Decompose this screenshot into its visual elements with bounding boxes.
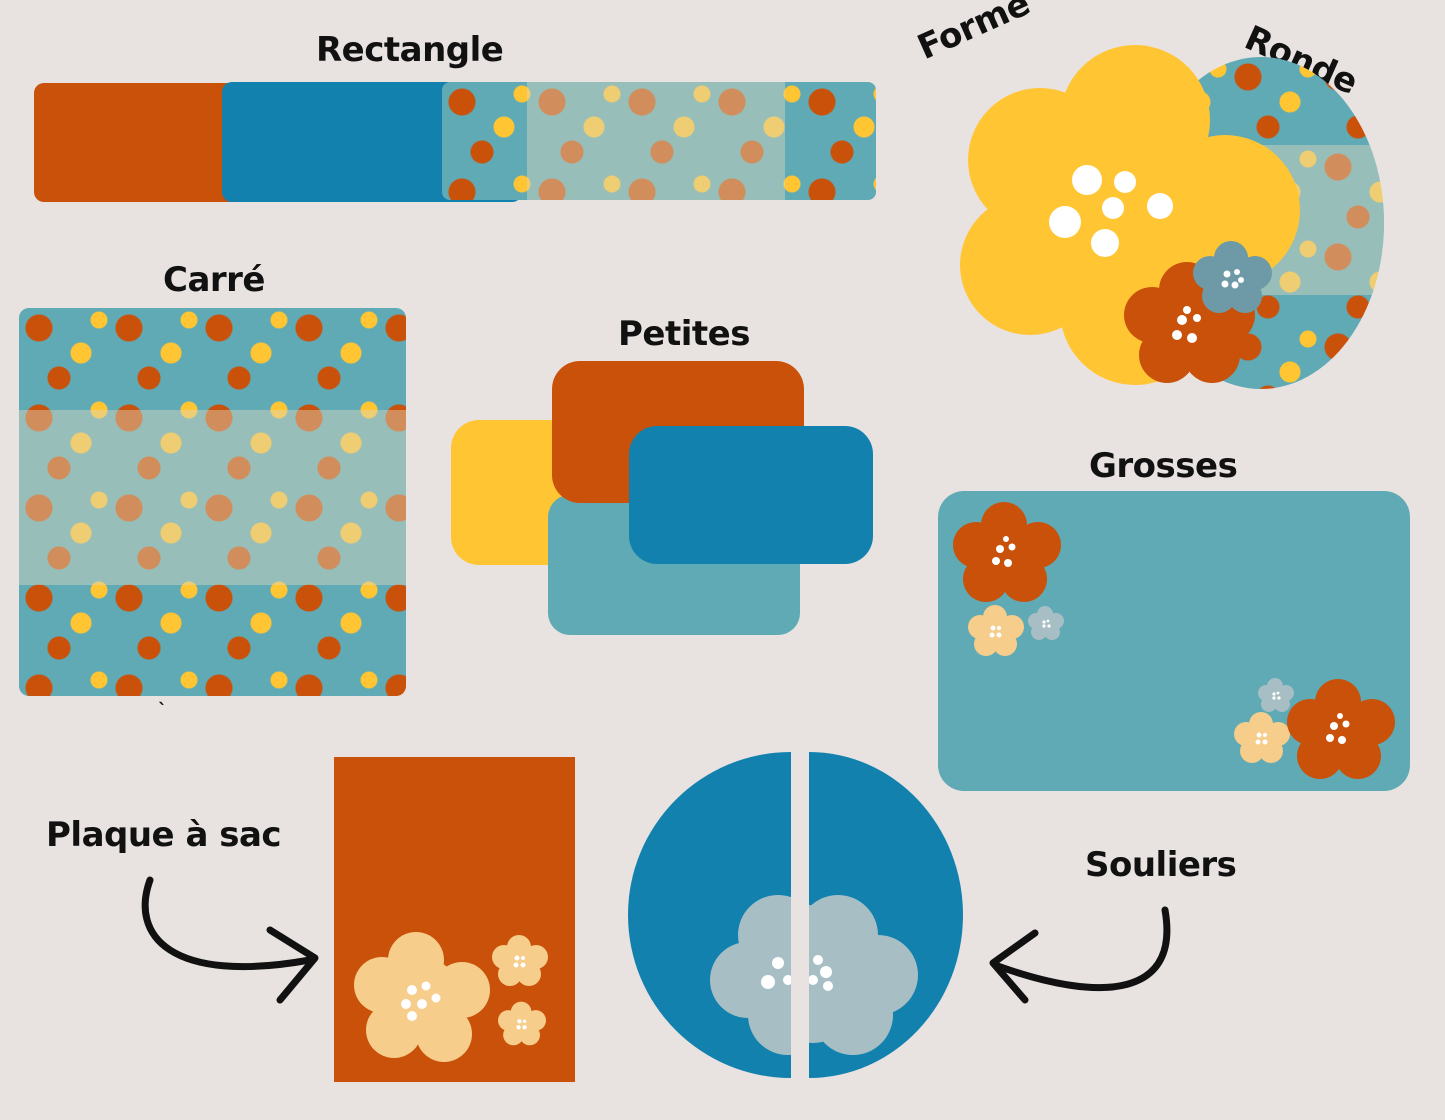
large-label-orange-flower-icon xyxy=(953,502,1061,602)
bag-tag-large-cream-flower-icon xyxy=(354,932,490,1062)
arrow-to-bag-tag-icon xyxy=(141,876,319,1004)
rectangle-label-pattern xyxy=(442,82,876,200)
bag-tag-cream-flower-top-icon xyxy=(492,935,548,986)
grey-flower-icon xyxy=(1193,241,1272,313)
large-label-grey-flower-icon xyxy=(1028,606,1064,640)
small-label-blue xyxy=(629,426,873,564)
label-rectangle: Rectangle xyxy=(316,30,504,70)
shoe-labels-circle xyxy=(628,752,963,1078)
label-grosses: Grosses xyxy=(1089,446,1238,486)
label-petites: Petites xyxy=(618,314,750,354)
stray-mark: ` xyxy=(158,700,167,721)
label-carre: Carré xyxy=(163,260,266,300)
bag-tag-cream-flower-bottom-icon xyxy=(498,1001,546,1046)
label-plaque-a-sac: Plaque à sac xyxy=(46,815,282,855)
square-label-pattern xyxy=(19,308,406,696)
arrow-to-shoe-labels-icon xyxy=(989,906,1171,1004)
large-label-grey-flower-small-icon xyxy=(1258,678,1294,712)
large-label-cream-flower-icon xyxy=(968,605,1024,656)
label-souliers: Souliers xyxy=(1085,845,1237,885)
large-label-orange-flower-bottom-icon xyxy=(1287,679,1395,779)
large-label-cream-flower-small-icon xyxy=(1234,712,1290,763)
orange-flower-icon xyxy=(1124,262,1255,383)
